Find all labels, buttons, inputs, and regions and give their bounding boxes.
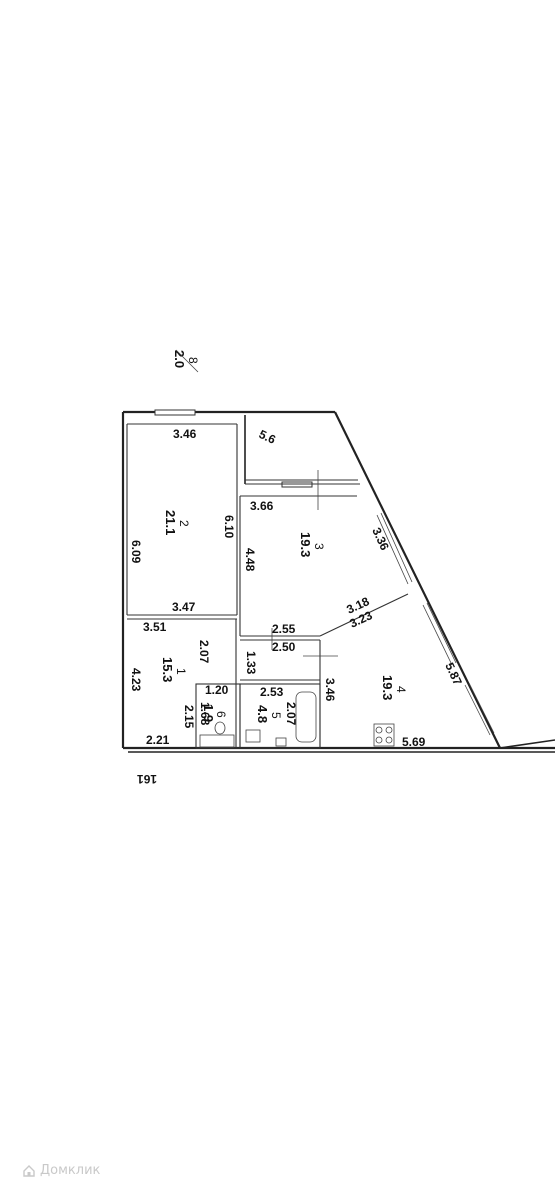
watermark-text: Домклик: [40, 1163, 101, 1178]
dim-2.50: 2.50: [272, 640, 296, 654]
dim-4.48: 4.48: [243, 548, 257, 572]
room-6-area: 1.9: [201, 704, 216, 722]
dim-2.53: 2.53: [260, 685, 284, 699]
dim-3.66: 3.66: [250, 499, 274, 513]
room-5-area: 4.8: [255, 705, 270, 723]
room-4-area: 19.3: [380, 675, 395, 700]
watermark: Домклик: [22, 1163, 100, 1178]
house-icon: [23, 1164, 35, 1177]
room-6-number: 6: [214, 711, 228, 718]
outer-walls: [121, 410, 555, 753]
room-2-number: 2: [177, 520, 191, 527]
room-5-number: 5: [269, 712, 283, 719]
dim-1.68: 1.68: [198, 702, 212, 726]
dim-2.07b: 2.07: [284, 702, 298, 726]
dim-1.20: 1.20: [205, 683, 229, 697]
dim-2.07a: 2.07: [197, 640, 211, 664]
inner-walls: [126, 415, 409, 749]
room-1-area: 15.3: [160, 657, 175, 682]
dimension-labels: 3.46 6.09 6.10 3.47 3.51 2.07 4.23 1.20 …: [129, 427, 465, 786]
room-labels: 2 21.1 3 19.3 1 15.3 4 19.3 5 4.8 6 1.9 …: [160, 349, 408, 723]
dim-6.10: 6.10: [222, 515, 236, 539]
dim-5.69: 5.69: [402, 735, 426, 749]
dim-5.87: 5.87: [442, 660, 465, 687]
room-9-label: 5.6: [257, 427, 278, 447]
room-3-area: 19.3: [298, 532, 313, 557]
dim-2.55: 2.55: [272, 622, 296, 636]
dim-2.21: 2.21: [146, 733, 170, 747]
dim-4.23: 4.23: [129, 668, 143, 692]
room-8-area: 2.0: [172, 350, 187, 368]
dim-6.09: 6.09: [129, 540, 143, 564]
room-8-number: 8: [186, 357, 200, 364]
room-1-number: 1: [174, 668, 188, 675]
room-3-number: 3: [312, 543, 326, 550]
fixtures: [199, 470, 395, 748]
dim-2.15: 2.15: [182, 705, 196, 729]
dim-3.51: 3.51: [143, 620, 167, 634]
room-4-number: 4: [394, 686, 408, 693]
stove-icon: [373, 723, 395, 747]
room-2-area: 21.1: [163, 510, 178, 535]
dim-3.47: 3.47: [172, 600, 196, 614]
dim-3.46b: 3.46: [323, 678, 337, 702]
dim-1.33: 1.33: [244, 651, 258, 675]
dim-3.46: 3.46: [173, 427, 197, 441]
dim-161: 161: [137, 772, 157, 786]
